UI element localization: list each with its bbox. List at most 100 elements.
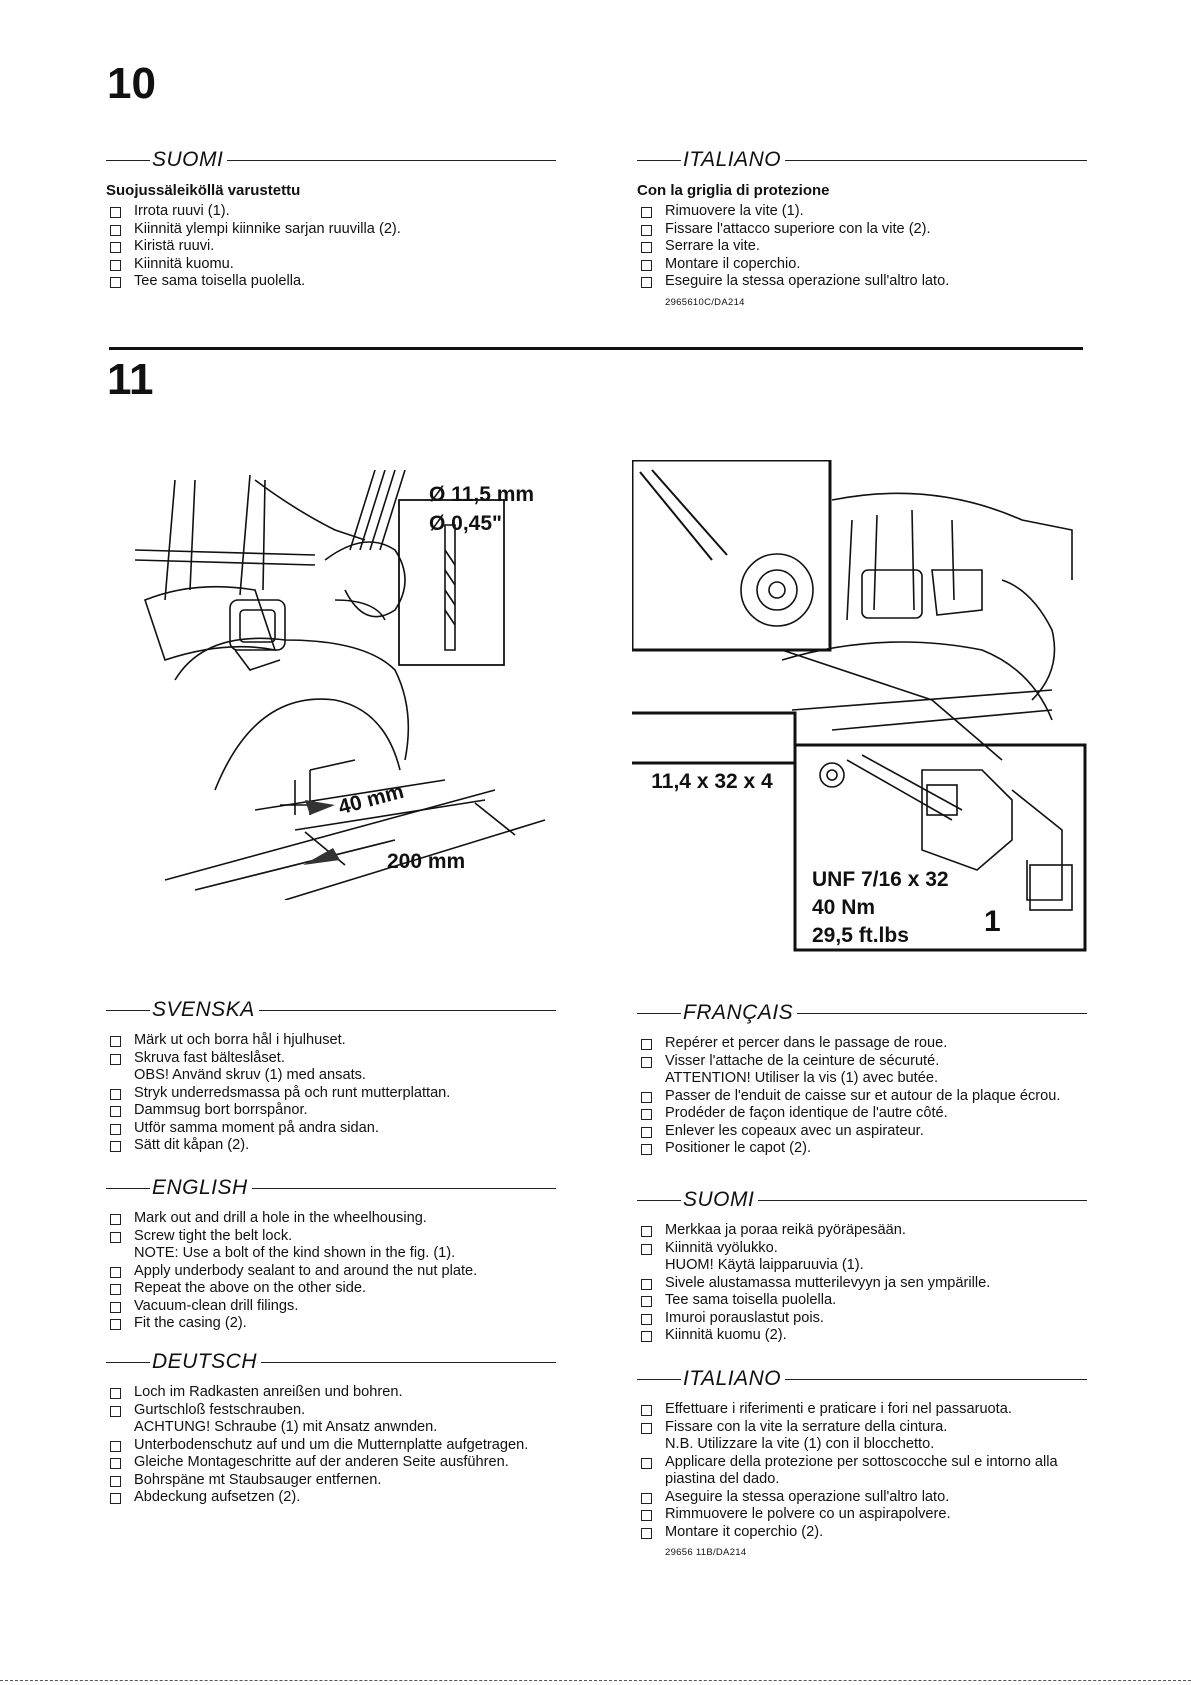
language-heading: ITALIANO <box>637 148 1087 172</box>
list-item: Fissare l'attacco superiore con la vite … <box>637 221 1087 239</box>
torque-ftlbs: 29,5 ft.lbs <box>812 924 909 947</box>
list-item: Sätt dit kåpan (2). <box>106 1137 556 1155</box>
language-heading: SVENSKA <box>106 998 556 1022</box>
list-item: Sivele alustamassa mutterilevyyn ja sen … <box>637 1275 1087 1293</box>
section-10-italiano: ITALIANO Con la griglia di protezione Ri… <box>637 148 1087 308</box>
list-item: Enlever les copeaux avec un aspirateur. <box>637 1123 1087 1141</box>
section-11-italiano: ITALIANO Effettuare i riferimenti e prat… <box>637 1367 1087 1558</box>
section-11-suomi: SUOMI Merkkaa ja poraa reikä pyöräpesään… <box>637 1188 1087 1345</box>
list-note: ATTENTION! Utiliser la vis (1) avec buté… <box>665 1070 939 1086</box>
list-item: Kiinnitä kuomu. <box>106 256 556 274</box>
list-item: Screw tight the belt lock. <box>106 1228 556 1246</box>
step-list: Irrota ruuvi (1). Kiinnitä ylempi kiinni… <box>106 203 556 291</box>
list-item: Utför samma moment på andra sidan. <box>106 1120 556 1138</box>
drill-location-illustration <box>134 469 546 901</box>
list-item: Rimuovere la vite (1). <box>637 203 1087 221</box>
reference-code: 29656 11B/DA214 <box>665 1547 747 1558</box>
language-label: ENGLISH <box>152 1176 248 1199</box>
list-note: ACHTUNG! Schraube (1) mit Ansatz anwnden… <box>134 1419 438 1435</box>
list-item: Dammsug bort borrspånor. <box>106 1102 556 1120</box>
list-item: Effettuare i riferimenti e praticare i f… <box>637 1401 1087 1419</box>
language-label: FRANÇAIS <box>683 1001 794 1024</box>
step-list: Effettuare i riferimenti e praticare i f… <box>637 1401 1087 1541</box>
section-divider <box>109 347 1083 350</box>
list-item: Gurtschloß festschrauben. <box>106 1402 556 1420</box>
list-item: Visser l'attache de la ceinture de sécur… <box>637 1053 1087 1071</box>
step-list: Repérer et percer dans le passage de rou… <box>637 1035 1087 1158</box>
list-note: OBS! Använd skruv (1) med ansats. <box>134 1067 366 1083</box>
list-item: Vacuum-clean drill filings. <box>106 1298 556 1316</box>
list-item: Loch im Radkasten anreißen und bohren. <box>106 1384 556 1402</box>
list-item: Fissare con la vite la serrature della c… <box>637 1419 1087 1437</box>
list-item: Stryk underredsmassa på och runt mutterp… <box>106 1085 556 1103</box>
section-11-deutsch: DEUTSCH Loch im Radkasten anreißen und b… <box>106 1350 556 1507</box>
list-item: Prodéder de façon identique de l'autre c… <box>637 1105 1087 1123</box>
list-item: Repeat the above on the other side. <box>106 1280 556 1298</box>
language-label: SUOMI <box>152 148 224 171</box>
list-item: Aseguire la stessa operazione sull'altro… <box>637 1489 1087 1507</box>
list-item: Mark out and drill a hole in the wheelho… <box>106 1210 556 1228</box>
section-10-suomi: SUOMI Suojussäleiköllä varustettu Irrota… <box>106 148 556 291</box>
dimension-200: 200 mm <box>387 850 466 873</box>
language-heading: DEUTSCH <box>106 1350 556 1374</box>
step-list: Merkkaa ja poraa reikä pyöräpesään. Kiin… <box>637 1222 1087 1345</box>
list-item: Merkkaa ja poraa reikä pyöräpesään. <box>637 1222 1087 1240</box>
step-number-10: 10 <box>107 59 156 108</box>
language-heading: ITALIANO <box>637 1367 1087 1391</box>
list-item: Fit the casing (2). <box>106 1315 556 1333</box>
section-subtitle: Con la griglia di protezione <box>637 182 830 199</box>
step-list: Mark out and drill a hole in the wheelho… <box>106 1210 556 1333</box>
list-item: Kiinnitä kuomu (2). <box>637 1327 1087 1345</box>
list-item: Unterbodenschutz auf und um die Mutternp… <box>106 1437 556 1455</box>
list-item: Passer de l'enduit de caisse sur et auto… <box>637 1088 1087 1106</box>
list-item: Gleiche Montageschritte auf der anderen … <box>106 1454 556 1472</box>
page-bottom-edge <box>0 1680 1191 1685</box>
step-list: Loch im Radkasten anreißen und bohren. G… <box>106 1384 556 1507</box>
list-item: Kiinnitä ylempi kiinnike sarjan ruuvilla… <box>106 221 556 239</box>
list-item: Montare it coperchio (2). <box>637 1524 1087 1542</box>
list-item: Eseguire la stessa operazione sull'altro… <box>637 273 1087 291</box>
bolt-spec: 11,4 x 32 x 4 <box>651 770 773 793</box>
figure-drill-location: Ø 11,5 mm Ø 0,45" 40 mm 200 mm <box>134 469 555 901</box>
language-label: SVENSKA <box>152 998 255 1021</box>
drill-diameter-mm: Ø 11,5 mm <box>429 483 535 506</box>
list-item: Kiristä ruuvi. <box>106 238 556 256</box>
list-item: Bohrspäne mt Staubsauger entfernen. <box>106 1472 556 1490</box>
language-heading: SUOMI <box>637 1188 1087 1212</box>
language-label: ITALIANO <box>683 1367 782 1390</box>
step-list: Rimuovere la vite (1). Fissare l'attacco… <box>637 203 1087 291</box>
step-list: Märk ut och borra hål i hjulhuset. Skruv… <box>106 1032 556 1155</box>
list-note: N.B. Utilizzare la vite (1) con il blocc… <box>665 1436 935 1452</box>
list-item: Montare il coperchio. <box>637 256 1087 274</box>
list-item: Märk ut och borra hål i hjulhuset. <box>106 1032 556 1050</box>
language-heading: SUOMI <box>106 148 556 172</box>
language-label: DEUTSCH <box>152 1350 258 1373</box>
language-label: SUOMI <box>683 1188 755 1211</box>
list-item: Imuroi porauslastut pois. <box>637 1310 1087 1328</box>
list-item: Applicare della protezione per sottoscoc… <box>637 1454 1087 1489</box>
list-item: Tee sama toisella puolella. <box>637 1292 1087 1310</box>
list-item: Positioner le capot (2). <box>637 1140 1087 1158</box>
section-11-svenska: SVENSKA Märk ut och borra hål i hjulhuse… <box>106 998 556 1155</box>
list-item: Serrare la vite. <box>637 238 1087 256</box>
callout-number: 1 <box>984 905 1001 938</box>
list-note: HUOM! Käytä laipparuuvia (1). <box>665 1257 864 1273</box>
section-subtitle: Suojussäleiköllä varustettu <box>106 182 301 199</box>
language-label: ITALIANO <box>683 148 782 171</box>
list-item: Skruva fast bälteslåset. <box>106 1050 556 1068</box>
list-item: Irrota ruuvi (1). <box>106 203 556 221</box>
unf-spec: UNF 7/16 x 32 <box>812 868 949 891</box>
list-item: Apply underbody sealant to and around th… <box>106 1263 556 1281</box>
list-note: NOTE: Use a bolt of the kind shown in th… <box>134 1245 456 1261</box>
figure-bolt-detail: 11,4 x 32 x 4 UNF 7/16 x 32 40 Nm 29,5 f… <box>593 458 1087 960</box>
step-number-11: 11 <box>107 355 154 404</box>
section-11-francais: FRANÇAIS Repérer et percer dans le passa… <box>637 1001 1087 1158</box>
list-item: Tee sama toisella puolella. <box>106 273 556 291</box>
list-item: Abdeckung aufsetzen (2). <box>106 1489 556 1507</box>
list-item: Kiinnitä vyölukko. <box>637 1240 1087 1258</box>
reference-code: 2965610C/DA214 <box>665 296 745 308</box>
language-heading: FRANÇAIS <box>637 1001 1087 1025</box>
torque-nm: 40 Nm <box>812 896 876 919</box>
drill-diameter-in: Ø 0,45" <box>429 512 502 535</box>
section-11-english: ENGLISH Mark out and drill a hole in the… <box>106 1176 556 1333</box>
